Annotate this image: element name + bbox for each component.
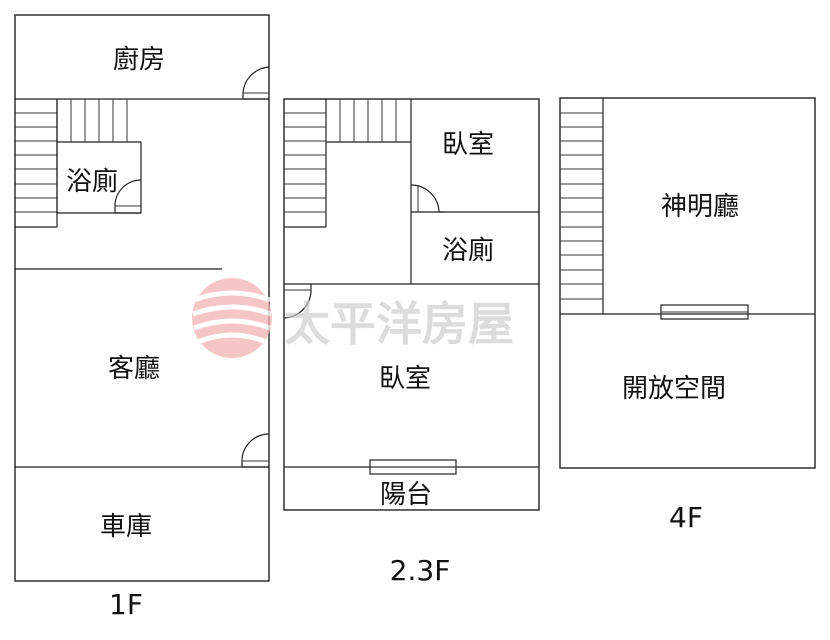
room-label-balcony: 陽台 (380, 480, 432, 510)
living-room-door (241, 433, 270, 468)
room-label-bathroom-2F: 浴廁 (442, 236, 494, 266)
room-label-bedroom-large: 臥室 (379, 364, 431, 394)
staircase-2F-horizontal (326, 99, 411, 143)
watermark-logo (192, 278, 272, 358)
kitchen-door (242, 66, 270, 100)
room-label-bathroom-1F: 浴廁 (66, 167, 118, 197)
floor-label-1F: 1F (109, 588, 143, 621)
bedroom-large-door (283, 284, 312, 319)
floor-2-3F: 臥室 浴廁 臥室 陽台 2.3F (283, 98, 540, 587)
room-label-kitchen: 廚房 (113, 45, 165, 75)
floor-1F: 廚房 浴廁 客廳 車庫 1F (14, 14, 270, 621)
staircase-2F-vertical (284, 99, 327, 228)
watermark-text: 太平洋房屋 (284, 297, 514, 351)
floor-4F-outline (559, 97, 816, 469)
staircase-1F-horizontal (70, 99, 128, 142)
floor-label-2-3F: 2.3F (390, 554, 451, 587)
room-label-garage: 車庫 (100, 512, 152, 542)
room-label-open-space: 開放空間 (622, 374, 726, 404)
room-label-shrine-hall: 神明廳 (661, 192, 739, 222)
room-label-bedroom-small: 臥室 (442, 130, 494, 160)
watermark: 太平洋房屋 (192, 278, 514, 358)
staircase-4F (560, 98, 604, 314)
floor-label-4F: 4F (669, 501, 703, 534)
bathroom-2F-door (410, 184, 444, 213)
room-label-living-room: 客廳 (108, 354, 160, 384)
bathroom-1F-door (114, 179, 142, 214)
floor-4F: 神明廳 開放空間 4F (559, 97, 816, 534)
staircase-1F-vertical (15, 99, 58, 228)
